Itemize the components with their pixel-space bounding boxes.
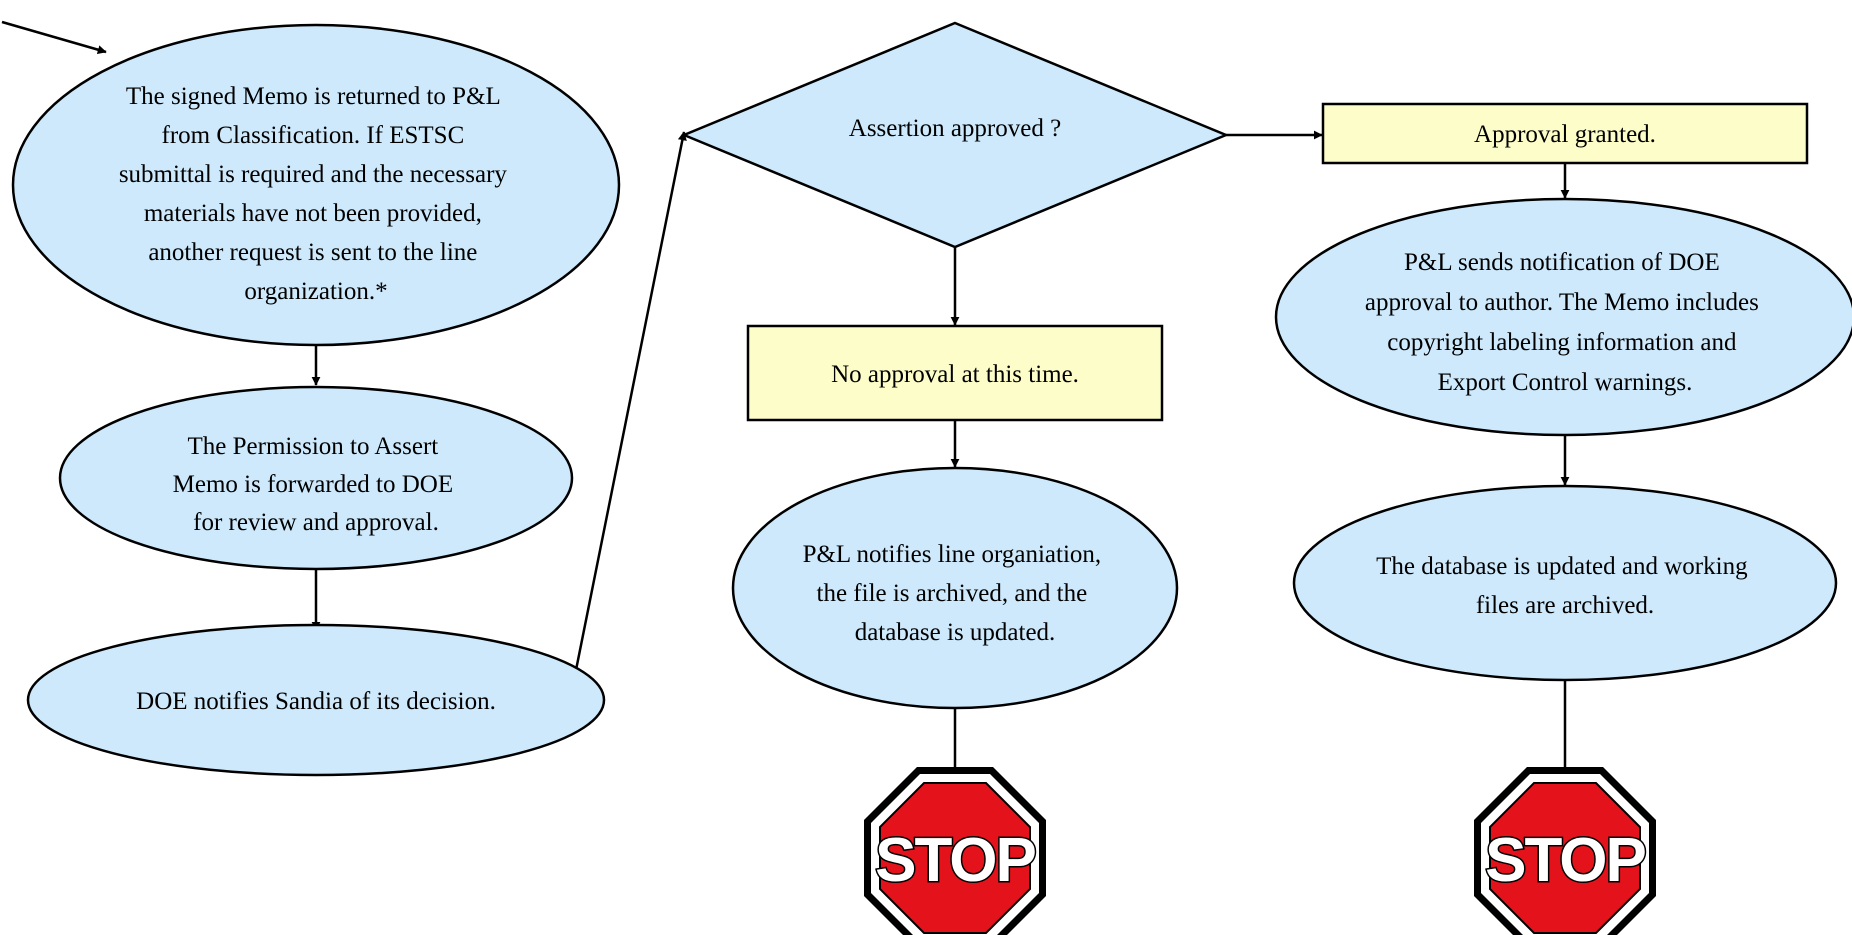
svg-text:P&L notifies line organiation,: P&L notifies line organiation, the file … [803,541,1108,646]
node-decision-line: Assertion approved ? [849,115,1061,142]
node-notify-line-org-line: P&L notifies line organiation, [803,541,1102,568]
node-memo-forwarded-line: for review and approval. [193,509,439,536]
svg-text:Approval granted.: Approval granted. [1474,121,1656,148]
node-approval-granted-line: Approval granted. [1474,121,1656,148]
node-notify-author-line: Export Control warnings. [1438,369,1693,396]
svg-text:The signed Memo is returned to: The signed Memo is returned to P&L from … [119,83,513,305]
node-memo-returned-line: submittal is required and the necessary [119,161,508,188]
node-db-updated-line: files are archived. [1476,592,1654,619]
node-memo-returned: The signed Memo is returned to P&L from … [11,23,621,347]
node-notify-line-org: P&L notifies line organiation, the file … [731,466,1179,710]
svg-text:P&L sends notification of DOE: P&L sends notification of DOE approval t… [1365,249,1765,396]
stop-sign-label: STOP [1485,826,1645,895]
stop-sign-icon: STOP [864,767,1046,935]
node-notify-author-line: copyright labeling information and [1387,329,1737,356]
node-memo-returned-line: from Classification. If ESTSC [162,122,465,149]
node-notify-author-line: approval to author. The Memo includes [1365,289,1759,316]
edge-doe-notifies-to-decision [574,131,687,671]
node-db-updated-line: The database is updated and working [1376,553,1748,580]
svg-text:The Permission to Assert: The Permission to Assert Memo is forward… [173,433,460,536]
node-memo-forwarded-line: The Permission to Assert [188,433,439,460]
node-approval-granted: Approval granted. [1321,102,1809,165]
node-notify-author: P&L sends notification of DOE approval t… [1274,197,1852,437]
node-decision: Assertion approved ? [680,21,1230,249]
node-memo-returned-line: materials have not been provided, [144,200,482,227]
node-doe-notifies-line: DOE notifies Sandia of its decision. [136,688,496,715]
node-memo-returned-line: The signed Memo is returned to P&L [126,83,500,110]
node-notify-author-line: P&L sends notification of DOE [1404,249,1720,276]
edges [1,20,1570,779]
stop-sign-icon: STOP [1474,767,1656,935]
node-memo-returned-line: another request is sent to the line [148,239,477,266]
node-no-approval: No approval at this time. [746,324,1164,422]
svg-text:No approval at this time.: No approval at this time. [831,361,1079,388]
svg-text:Assertion approved ?: Assertion approved ? [849,115,1061,142]
svg-text:DOE notifies Sandia of its dec: DOE notifies Sandia of its decision. [136,688,496,715]
node-no-approval-line: No approval at this time. [831,361,1079,388]
stop-sign-label: STOP [875,826,1035,895]
node-notify-line-org-line: database is updated. [855,619,1056,646]
node-notify-line-org-line: the file is archived, and the [817,580,1088,607]
node-db-updated: The database is updated and working file… [1292,484,1838,682]
node-memo-forwarded-line: Memo is forwarded to DOE [173,471,454,498]
edge-entry-to-memo-returned [1,20,107,55]
node-memo-returned-line: organization.* [244,278,387,305]
svg-text:The database is updated and wo: The database is updated and working file… [1376,553,1754,619]
node-doe-notifies: DOE notifies Sandia of its decision. [26,623,606,777]
node-memo-forwarded: The Permission to Assert Memo is forward… [58,385,574,571]
